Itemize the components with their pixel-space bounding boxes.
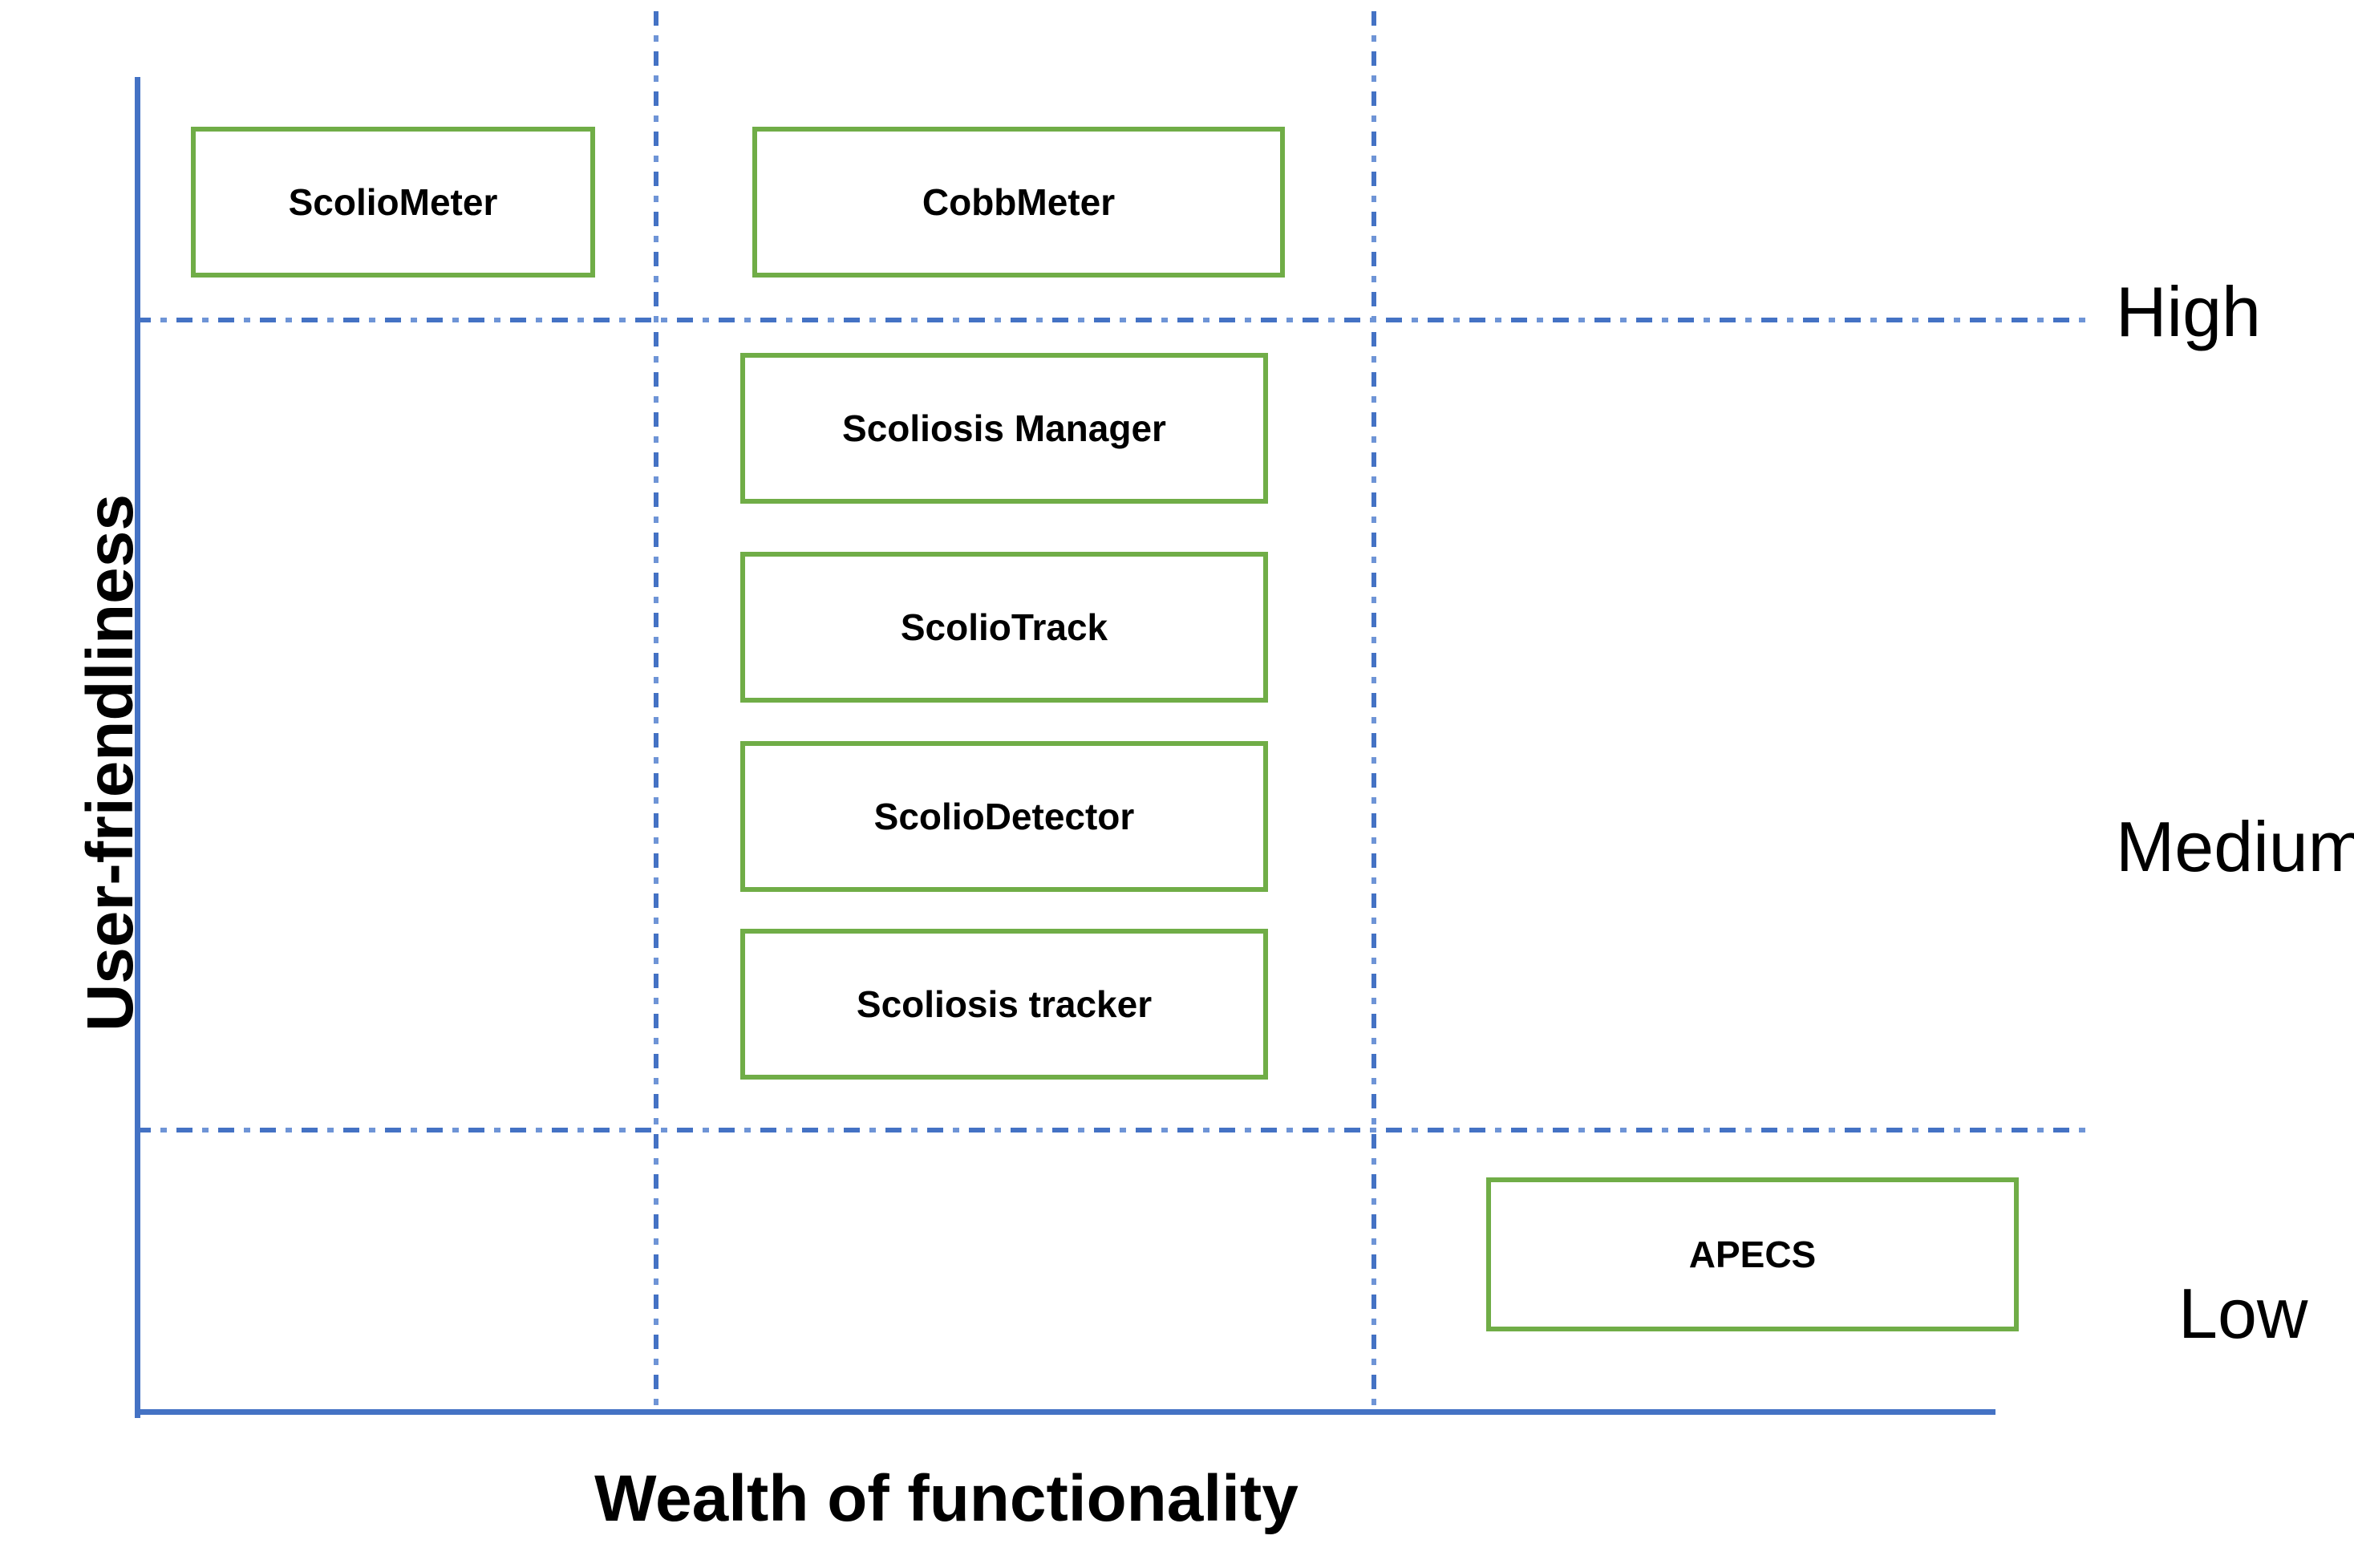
- app-box-label: ScolioDetector: [873, 796, 1135, 837]
- app-box-label: CobbMeter: [922, 181, 1116, 223]
- gridline-vertical-medium-high: [1371, 11, 1376, 1415]
- x-axis-title: Wealth of functionality: [594, 1462, 1299, 1535]
- app-box-scoliosis-manager[interactable]: Scoliosis Manager: [740, 353, 1268, 504]
- y-axis-line: [135, 77, 140, 1418]
- y-axis-title: User-friendliness: [74, 494, 147, 1031]
- app-box-label: ScolioTrack: [900, 606, 1108, 648]
- y-tick-label-low: Low: [2178, 1274, 2308, 1353]
- gridline-horizontal-high: [135, 318, 2088, 322]
- app-box-cobbmeter[interactable]: CobbMeter: [752, 127, 1285, 278]
- app-box-label: Scoliosis tracker: [856, 983, 1153, 1025]
- y-tick-label-high: High: [2116, 272, 2261, 351]
- app-box-scoliometer[interactable]: ScolioMeter: [191, 127, 595, 278]
- app-box-scoliosis-tracker[interactable]: Scoliosis tracker: [740, 929, 1268, 1080]
- app-box-scoliodetector[interactable]: ScolioDetector: [740, 741, 1268, 892]
- y-tick-label-medium: Medium: [2116, 807, 2354, 886]
- x-axis-line: [135, 1409, 1995, 1415]
- gridline-vertical-low-medium: [654, 11, 658, 1415]
- app-box-apecs[interactable]: APECS: [1486, 1177, 2019, 1331]
- gridline-horizontal-medium: [135, 1128, 2088, 1132]
- app-box-scoliotrack[interactable]: ScolioTrack: [740, 552, 1268, 703]
- app-box-label: ScolioMeter: [288, 181, 498, 223]
- app-box-label: APECS: [1688, 1234, 1817, 1275]
- app-box-label: Scoliosis Manager: [842, 407, 1166, 449]
